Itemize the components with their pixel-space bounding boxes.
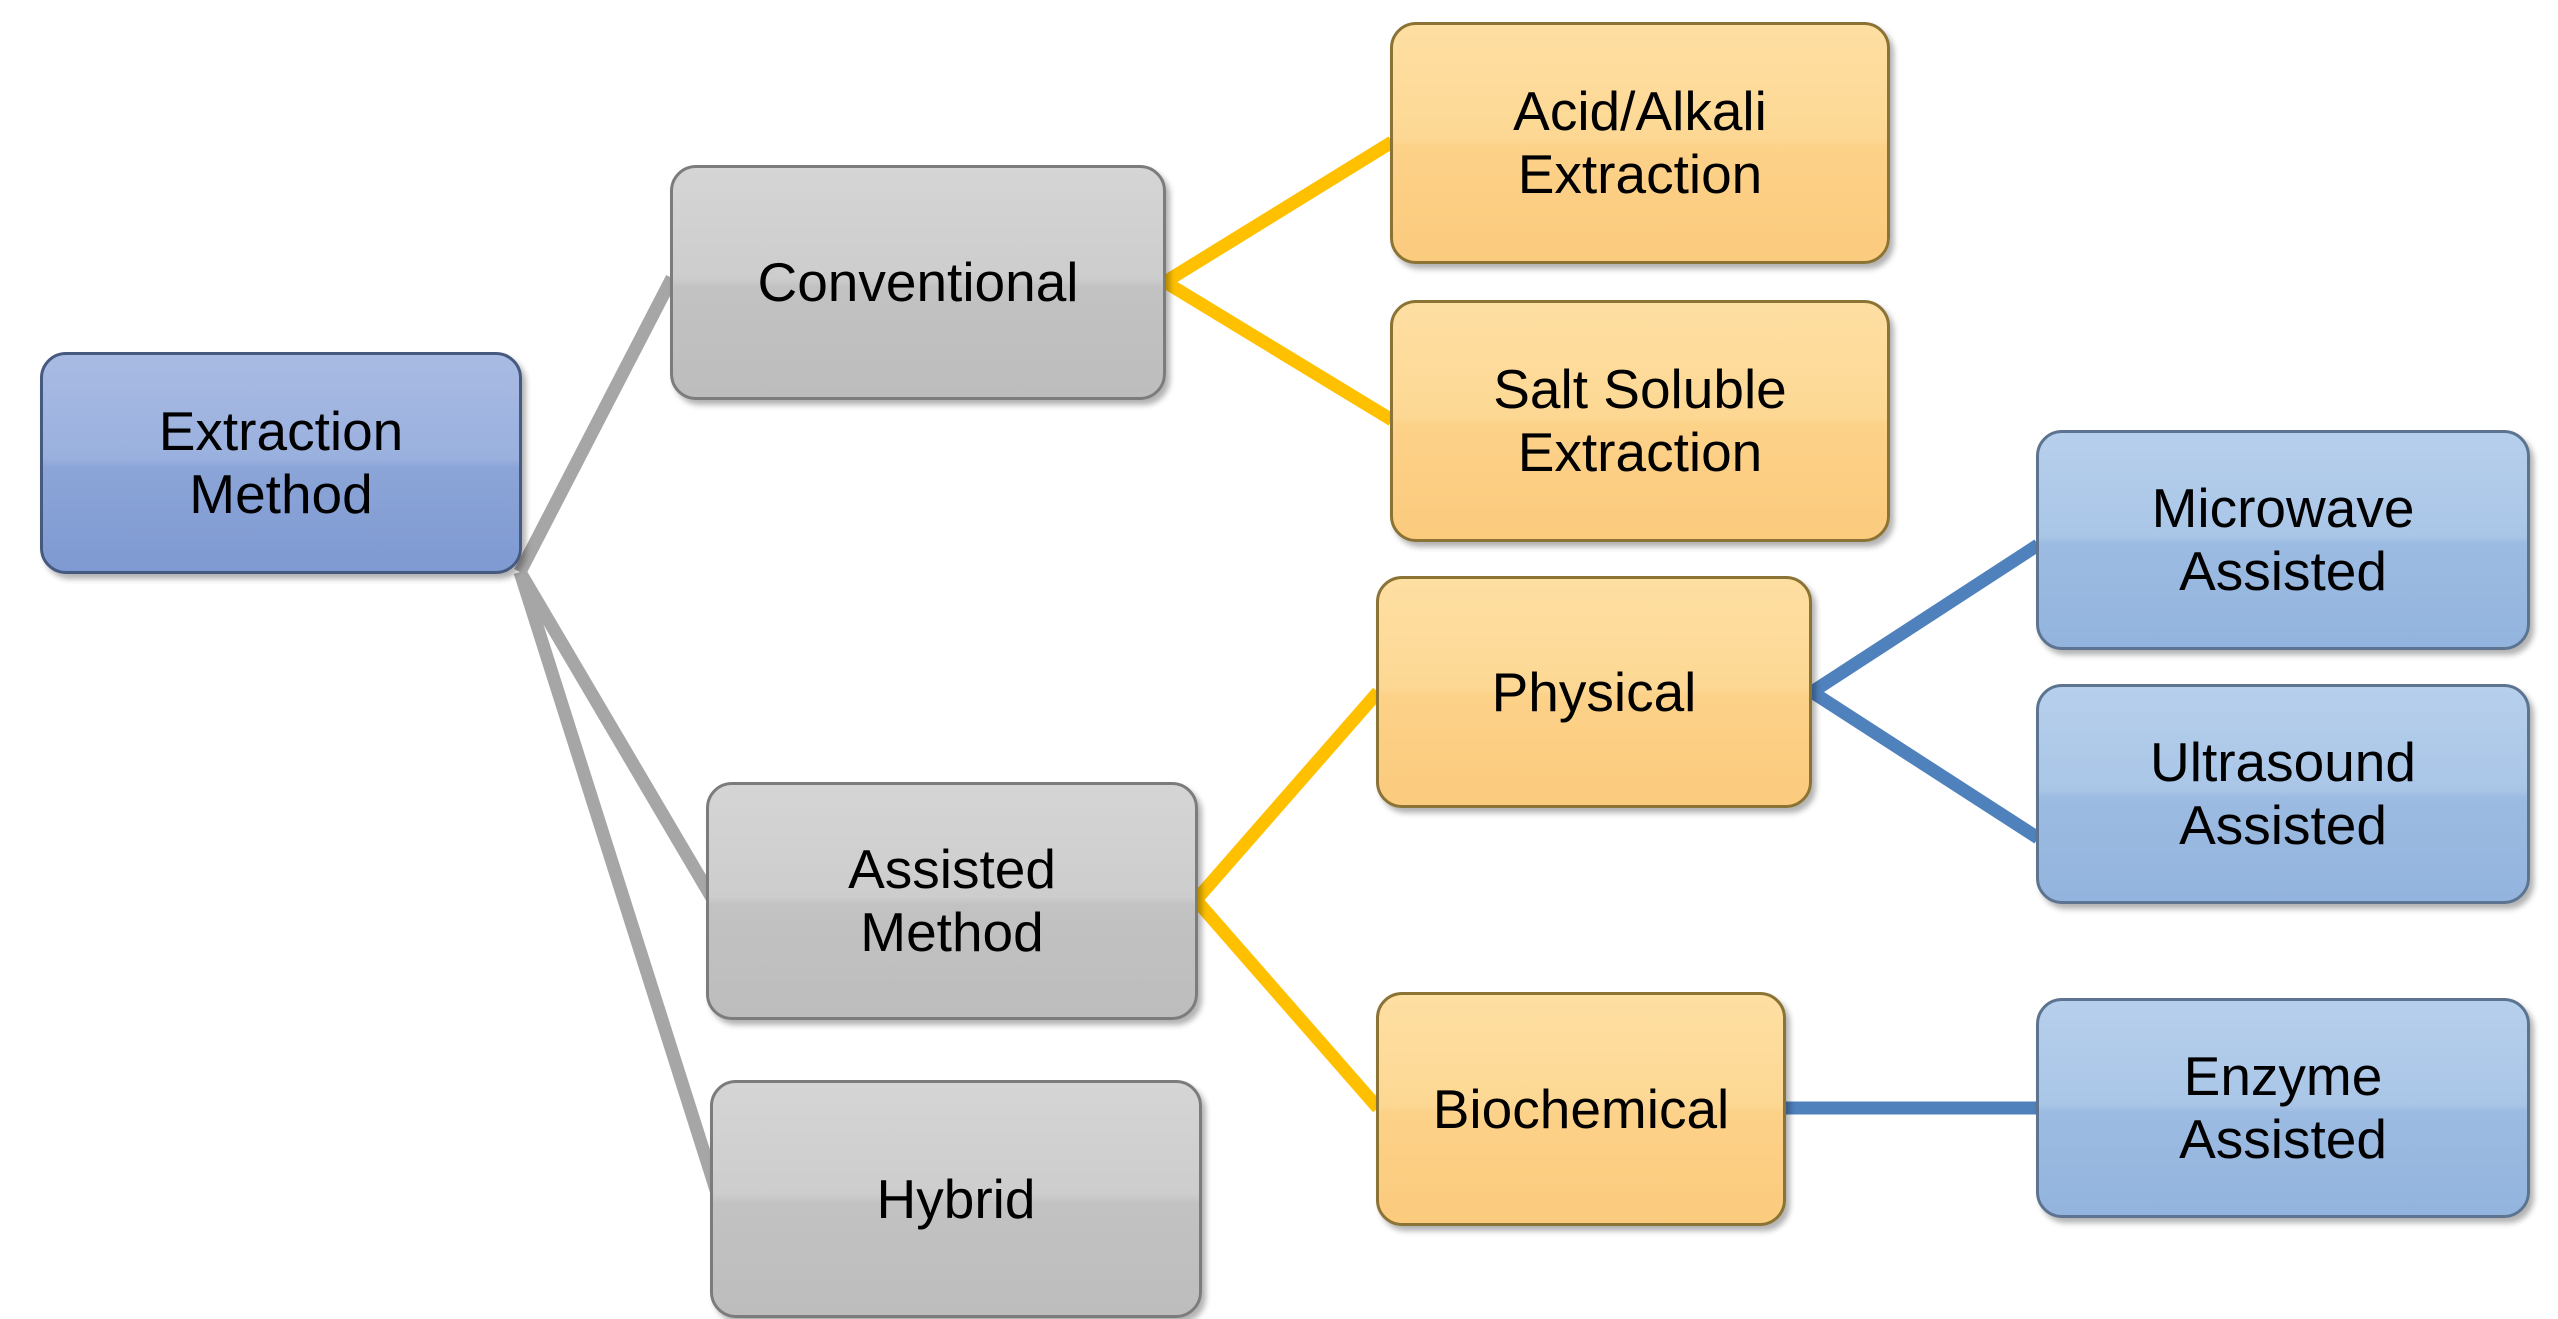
edge-root-to-assisted-method — [514, 568, 718, 902]
node-microwave-assisted[interactable]: Microwave Assisted — [2036, 430, 2530, 650]
edge-root-to-conventional — [514, 275, 678, 575]
node-biochemical-label: Biochemical — [1432, 1077, 1730, 1140]
edge-assisted-method-to-physical — [1191, 687, 1383, 905]
node-ultrasound-assisted[interactable]: Ultrasound Assisted — [2036, 684, 2530, 904]
node-physical[interactable]: Physical — [1376, 576, 1812, 808]
node-conventional-label: Conventional — [757, 251, 1079, 314]
node-extraction-method[interactable]: Extraction Method — [40, 352, 522, 574]
node-biochemical[interactable]: Biochemical — [1376, 992, 1786, 1226]
edge-conventional-to-acid-alkali — [1161, 136, 1396, 288]
node-physical-label: Physical — [1491, 660, 1697, 723]
node-acid-alkali-extraction[interactable]: Acid/Alkali Extraction — [1390, 22, 1890, 264]
edge-assisted-method-to-biochemical — [1191, 895, 1383, 1113]
node-assisted-method[interactable]: Assisted Method — [706, 782, 1198, 1020]
node-microwave-assisted-label: Microwave Assisted — [2151, 477, 2415, 602]
node-ultrasound-assisted-label: Ultrasound Assisted — [2150, 731, 2416, 856]
node-hybrid[interactable]: Hybrid — [710, 1080, 1202, 1318]
node-enzyme-assisted-label: Enzyme Assisted — [2179, 1045, 2387, 1170]
node-salt-soluble-extraction[interactable]: Salt Soluble Extraction — [1390, 300, 1890, 542]
edge-conventional-to-salt-soluble — [1161, 276, 1396, 426]
node-enzyme-assisted[interactable]: Enzyme Assisted — [2036, 998, 2530, 1218]
edge-root-to-hybrid — [513, 570, 723, 1192]
node-salt-soluble-extraction-label: Salt Soluble Extraction — [1493, 358, 1787, 483]
edge-physical-to-ultrasound — [1808, 686, 2042, 844]
node-conventional[interactable]: Conventional — [670, 165, 1166, 400]
node-assisted-method-label: Assisted Method — [848, 838, 1056, 963]
node-acid-alkali-extraction-label: Acid/Alkali Extraction — [1513, 80, 1767, 205]
node-hybrid-label: Hybrid — [876, 1167, 1036, 1230]
node-extraction-method-label: Extraction Method — [158, 400, 404, 525]
edge-physical-to-microwave — [1808, 539, 2042, 698]
